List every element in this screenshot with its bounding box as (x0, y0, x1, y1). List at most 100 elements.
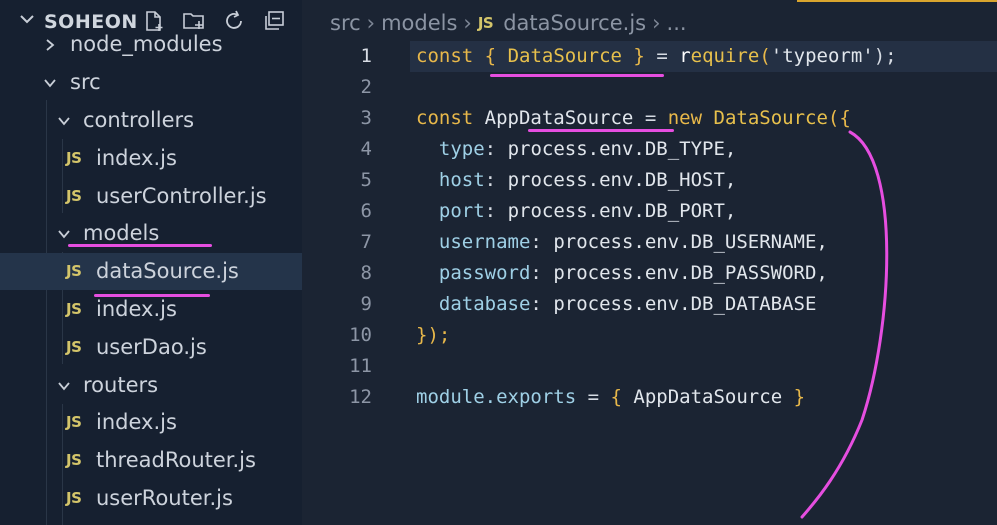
breadcrumb-ellipsis[interactable]: ... (666, 11, 687, 35)
tree-folder-controllers[interactable]: controllers (0, 102, 302, 139)
tree-file-threadrouter-js[interactable]: JS threadRouter.js (0, 442, 302, 479)
tree-file-index-js[interactable]: JS index.js (0, 291, 302, 328)
token-value: process.env.DB_USERNAME, (553, 231, 828, 253)
explorer-header: SOHEON (0, 0, 302, 44)
token-brace: { (610, 386, 622, 408)
indent-guide (62, 139, 63, 213)
tree-file-index-js[interactable]: JS index.js (0, 404, 302, 441)
line-number: 5 (360, 169, 372, 191)
line-number: 1 (360, 45, 372, 67)
token-operator: = (587, 386, 600, 408)
code-line-8[interactable]: password: process.env.DB_PASSWORD, (438, 262, 828, 284)
chevron-right-icon: › (366, 11, 376, 35)
chevron-down-icon (58, 382, 70, 391)
tree-label: userDao.js (96, 335, 207, 359)
chevron-right-icon: › (463, 11, 472, 35)
breadcrumb-file[interactable]: dataSource.js (503, 11, 647, 35)
chevron-right-icon (46, 39, 55, 51)
js-file-icon: JS (66, 451, 82, 469)
new-folder-icon[interactable] (182, 9, 206, 33)
tree-label: controllers (83, 108, 195, 132)
token-punctuation: ); (873, 45, 897, 67)
tab-accent (797, 0, 997, 2)
tree-label: index.js (96, 410, 177, 434)
indent-guide (62, 252, 63, 364)
token-string: 'typeorm' (770, 45, 874, 67)
token-value: process.env.DB_DATABASE (553, 293, 817, 315)
code-line-4[interactable]: type: process.env.DB_TYPE, (438, 138, 737, 160)
code-line-5[interactable]: host: process.env.DB_HOST, (438, 169, 737, 191)
token-operator: = (656, 45, 668, 67)
tree-folder-routers[interactable]: routers (0, 367, 302, 404)
token-class: DataSource (713, 107, 828, 129)
tree-file-userrouter-js[interactable]: JS userRouter.js (0, 480, 302, 517)
token-keyword: const (416, 107, 474, 129)
breadcrumb-src[interactable]: src (330, 11, 361, 35)
indent-guide (46, 100, 47, 525)
token-identifier: AppDataSource (484, 107, 634, 129)
annotation-underline (94, 294, 210, 297)
line-number: 2 (360, 76, 372, 98)
code-line-7[interactable]: username: process.env.DB_USERNAME, (438, 231, 828, 253)
tree-folder-src[interactable]: src (0, 64, 302, 101)
tree-label: node_modules (70, 32, 223, 56)
token-operator: = (644, 107, 657, 129)
chevron-down-icon (58, 230, 70, 239)
tree-folder-models[interactable]: models (0, 215, 302, 252)
annotation-underline (528, 129, 674, 132)
tree-label: dataSource.js (96, 259, 239, 283)
tree-folder-node-modules[interactable]: node_modules (0, 28, 302, 60)
line-number: 3 (360, 107, 372, 129)
text-cursor-token: r (679, 45, 691, 67)
token-brace: { (484, 45, 497, 67)
tree-label: userRouter.js (96, 486, 233, 510)
token-brace: }); (416, 324, 451, 346)
indent-guide (62, 404, 63, 525)
new-file-icon[interactable] (142, 9, 166, 33)
js-file-icon: JS (66, 489, 82, 507)
token-value: process.env.DB_TYPE, (507, 138, 737, 160)
line-number: 9 (360, 293, 372, 315)
current-line-highlight (410, 41, 997, 72)
code-line-10[interactable]: }); (416, 324, 450, 346)
token-value: process.env.DB_HOST, (507, 169, 737, 191)
breadcrumb-models[interactable]: models (381, 11, 458, 35)
token-brace: } (633, 45, 645, 67)
token-keyword: const (416, 45, 474, 67)
code-line-6[interactable]: port: process.env.DB_PORT, (438, 200, 737, 222)
collapse-all-icon[interactable] (262, 9, 286, 33)
token-identifier: DataSource (507, 45, 622, 67)
line-number: 11 (349, 355, 372, 377)
token-property: database (438, 293, 531, 315)
code-line-9[interactable]: database: process.env.DB_DATABASE (438, 293, 817, 315)
js-file-icon: JS (66, 413, 82, 431)
chevron-down-icon (44, 79, 56, 88)
chevron-down-icon[interactable] (18, 10, 36, 28)
token-function: equire (690, 45, 760, 67)
breadcrumb: src › models › JS dataSource.js › ... (330, 9, 687, 37)
line-number: 10 (349, 324, 372, 346)
code-line-3[interactable]: const AppDataSource = new DataSource({ (416, 107, 851, 129)
code-editor[interactable]: src › models › JS dataSource.js › ... 1 … (302, 0, 997, 525)
token-property: port (438, 200, 485, 222)
token-keyword: new (667, 107, 703, 129)
js-file-icon: JS (66, 149, 82, 167)
refresh-icon[interactable] (222, 9, 246, 33)
line-number: 12 (349, 386, 372, 408)
js-file-icon: JS (66, 338, 82, 356)
explorer-sidebar: SOHEON node_modules (0, 0, 302, 525)
js-file-icon: JS (66, 300, 82, 318)
code-line-12[interactable]: module.exports = { AppDataSource } (416, 386, 805, 408)
tree-file-datasource-js[interactable]: JS dataSource.js (0, 253, 302, 290)
js-file-icon: JS (66, 262, 82, 280)
js-file-icon: JS (477, 14, 494, 32)
token-value: process.env.DB_PORT, (507, 200, 737, 222)
tree-file-index-js[interactable]: JS index.js (0, 140, 302, 177)
code-line-1[interactable]: const { DataSource } = require('typeorm'… (416, 45, 897, 67)
tree-label: index.js (96, 146, 177, 170)
tree-label: index.js (96, 297, 177, 321)
tree-file-usercontroller-js[interactable]: JS userController.js (0, 178, 302, 215)
tree-label: routers (83, 373, 159, 397)
tree-file-userdao-js[interactable]: JS userDao.js (0, 329, 302, 366)
explorer-title[interactable]: SOHEON (44, 11, 138, 33)
